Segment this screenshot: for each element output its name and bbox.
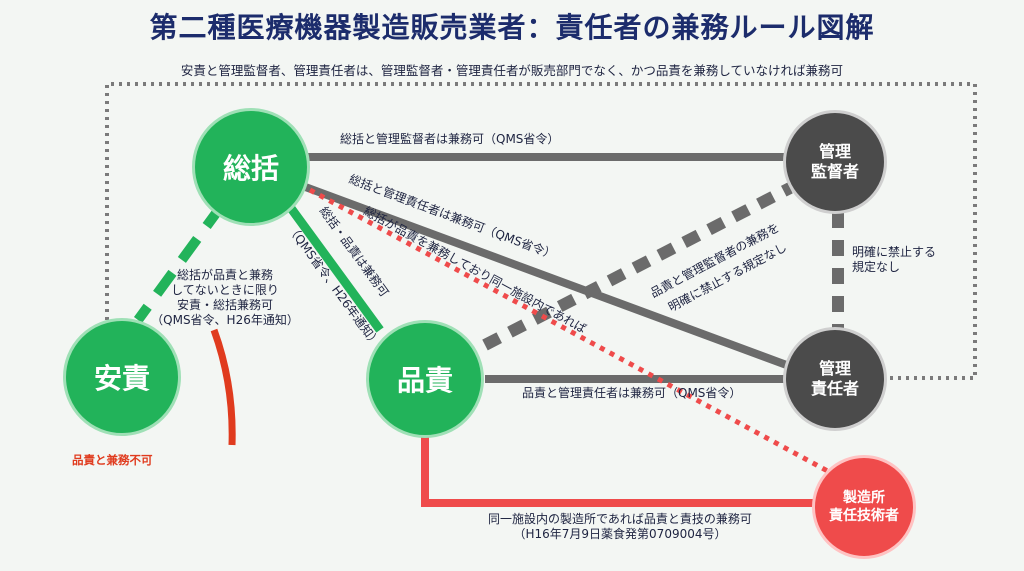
node-kanri-sekinin: 管理 責任者 xyxy=(783,327,887,431)
label-kantoku-sekinin-1: 明確に禁止する xyxy=(852,245,937,259)
label-anseki-soukatsu: 総括が品責と兼務 してないときに限り 安責・総括兼務可 （QMS省令、H26年通… xyxy=(150,268,300,328)
label-anseki-hinseki-ng: 品責と兼務不可 xyxy=(72,453,153,467)
node-kanri-sekinin-label: 管理 責任者 xyxy=(810,359,859,398)
label-anseki-soukatsu-3: 安責・総括兼務可 xyxy=(176,298,273,312)
page-subtitle: 安責と管理監督者、管理責任者は、管理監督者・管理責任者が販売部門でなく、かつ品責… xyxy=(180,63,844,78)
node-kanri-kantoku-label: 管理 監督者 xyxy=(810,142,859,181)
line-hinseki-gijutsu xyxy=(421,428,820,507)
label-hinseki-gijutsu-1: 同一施設内の製造所であれば品責と責技の兼務可 xyxy=(488,512,752,526)
node-anseki: 安責 xyxy=(63,318,181,436)
label-anseki-soukatsu-4: （QMS省令、H26年通知） xyxy=(151,313,299,327)
line-soukatsu-sekinin xyxy=(298,181,802,374)
node-seizo-gijutsu-label: 製造所 責任技術者 xyxy=(829,489,899,524)
label-anseki-soukatsu-1: 総括が品責と兼務 xyxy=(176,268,273,282)
node-hinseki: 品責 xyxy=(366,320,484,438)
label-hinseki-sekinin: 品責と管理責任者は兼務可（QMS省令） xyxy=(522,386,742,400)
outer-dotted-frame xyxy=(105,82,977,380)
label-hinseki-gijutsu: 同一施設内の製造所であれば品責と責技の兼務可 （H16年7月9日薬食発第0709… xyxy=(440,512,800,542)
node-soukatsu: 総括 xyxy=(192,108,310,226)
line-soukatsu-hinseki xyxy=(281,197,384,333)
label-kantoku-sekinin: 明確に禁止する 規定なし xyxy=(852,245,936,275)
line-soukatsu-anseki xyxy=(133,202,227,323)
node-kanri-kantoku: 管理 監督者 xyxy=(783,110,887,214)
node-seizo-gijutsu: 製造所 責任技術者 xyxy=(812,455,916,559)
line-soukatsu-gijutsu xyxy=(308,187,837,478)
label-hinseki-gijutsu-2: （H16年7月9日薬食発第0709004号） xyxy=(513,527,727,541)
page-title: 第二種医療機器製造販売業者：責任者の兼務ルール図解 xyxy=(149,11,875,44)
prohibited-arc xyxy=(210,328,236,446)
label-anseki-soukatsu-2: してないときに限り xyxy=(171,283,279,297)
label-soukatsu-kantoku: 総括と管理監督者は兼務可（QMS省令） xyxy=(340,132,560,146)
label-kantoku-sekinin-2: 規定なし xyxy=(852,260,901,274)
line-hinseki-kantoku xyxy=(482,182,793,351)
